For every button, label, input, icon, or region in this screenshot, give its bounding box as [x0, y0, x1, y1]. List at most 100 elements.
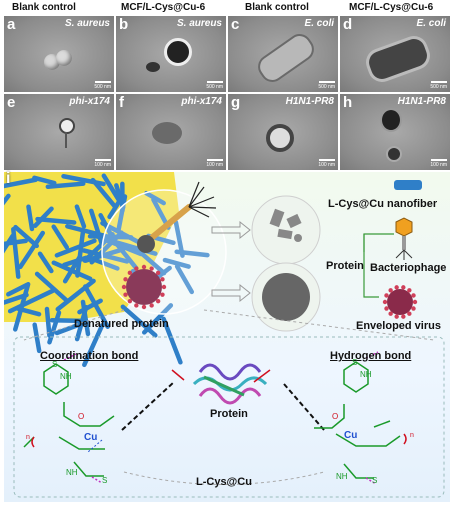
tem-panel-e: e phi-x174 100 nm	[4, 94, 114, 170]
o-label-right: O	[332, 412, 339, 421]
panel-label: h	[343, 94, 353, 111]
damaged-rod-bacterium	[362, 32, 434, 86]
chemistry-box	[13, 336, 445, 498]
organism-label: E. coli	[304, 18, 334, 29]
scale-bar: 500 nm	[318, 81, 335, 90]
n-subscript-right: n	[410, 432, 414, 439]
enveloped-virus-label: Enveloped virus	[356, 320, 441, 332]
dashed-thiol-links	[63, 351, 379, 485]
debris	[146, 62, 160, 72]
hydrogen-bond-label: Hydrogen bond	[330, 350, 412, 362]
panel-label: c	[231, 16, 240, 33]
virus-spike	[407, 288, 412, 293]
nanofiber	[174, 249, 210, 258]
nanofiber	[83, 284, 110, 329]
left-cu-bond	[87, 439, 103, 453]
virus-spikes	[121, 264, 167, 310]
nanofiber	[34, 271, 70, 304]
organism-label: H1N1-PR8	[285, 96, 334, 107]
virus-on-fiber	[126, 269, 162, 305]
header-blank-control-2: Blank control	[245, 2, 309, 13]
nanofiber	[116, 194, 128, 232]
virus-particle	[380, 108, 402, 132]
nanofiber	[61, 174, 106, 187]
zoom-connector-right	[203, 309, 435, 341]
phage-aggregate	[152, 122, 182, 144]
denatured-protein-label: Denatured protein	[74, 318, 169, 330]
nanofiber	[51, 224, 69, 250]
header-mcf-2: MCF/L-Cys@Cu-6	[349, 2, 434, 13]
denatured-phage-fragments	[269, 208, 302, 242]
bacteriophage-label: Bacteriophage	[370, 262, 447, 274]
nanofiber	[6, 282, 30, 297]
brush-bristles	[188, 181, 217, 218]
nanofiber-legend-label: L-Cys@Cu nanofiber	[328, 198, 438, 210]
nanofiber	[77, 298, 103, 315]
panel-label-i: i	[6, 170, 11, 187]
left-cu-complex	[23, 363, 115, 477]
bacteriophage-icon-legs	[395, 249, 413, 260]
virus-spike	[412, 299, 418, 305]
virus-spike	[134, 303, 139, 308]
nanofiber	[161, 316, 183, 365]
virus-particle	[386, 146, 402, 162]
nanofiber	[13, 224, 39, 249]
nanofiber	[162, 257, 191, 269]
organism-label: phi-x174	[181, 96, 222, 107]
nanofiber	[101, 173, 122, 204]
virus-spike	[155, 270, 161, 276]
denatured-virus-core	[262, 273, 310, 321]
nanofiber-icon	[394, 180, 422, 190]
scale-bar: 100 nm	[206, 159, 223, 168]
tem-panel-h: h H1N1-PR8 100 nm	[340, 94, 450, 170]
nh-label-left-top: NH	[60, 372, 72, 381]
panel-label: f	[119, 94, 124, 111]
virus-spike	[149, 266, 154, 271]
nanofiber	[32, 322, 42, 354]
cu-ion-right: Cu	[344, 430, 358, 441]
nanofiber	[82, 323, 105, 368]
right-cu-complex	[314, 361, 401, 479]
panel-label: b	[119, 16, 129, 33]
panel-label: g	[231, 94, 241, 111]
complex-label: L-Cys@Cu	[196, 476, 252, 488]
s-label-left-top: S	[52, 360, 58, 369]
nanofiber	[55, 278, 96, 312]
virus-spike	[411, 293, 416, 298]
nanofiber	[120, 304, 158, 338]
protein-center-label: Protein	[210, 408, 248, 420]
brush-head	[137, 235, 155, 253]
enveloped-virus-spikes	[382, 285, 418, 319]
tem-panel-b: b S. aureus 500 nm	[116, 16, 226, 92]
nh-label-right-top: NH	[360, 370, 372, 379]
virus-spike	[141, 264, 147, 270]
nanofiber	[32, 175, 57, 186]
nanofiber	[89, 208, 104, 246]
organism-label: S. aureus	[176, 18, 222, 29]
nanofiber	[96, 235, 144, 257]
organism-label: phi-x174	[69, 96, 110, 107]
scale-bar: 100 nm	[318, 159, 335, 168]
denatured-phage-sphere	[251, 195, 321, 265]
panel-label: e	[7, 94, 16, 111]
nanofiber	[62, 255, 89, 268]
virus-spike	[394, 314, 399, 319]
nanofiber	[32, 206, 54, 229]
nanofiber	[51, 260, 93, 282]
nanofiber	[35, 216, 77, 225]
nanofiber	[54, 319, 89, 336]
bacteriophage-icon-head	[395, 217, 413, 237]
tem-panel-d: d E. coli 500 nm	[340, 16, 450, 92]
damaged-bacterium	[164, 38, 192, 66]
nanofiber	[107, 193, 125, 220]
nh-label-left-bottom: NH	[66, 468, 78, 477]
tem-panel-a: a S. aureus 500 nm	[4, 16, 114, 92]
hydrogen-bond-line	[283, 383, 325, 431]
schematic-drawing	[4, 172, 445, 498]
nanofiber	[26, 204, 35, 232]
virus-spike	[123, 292, 128, 297]
panel-label: a	[7, 16, 16, 33]
scale-bar: 500 nm	[430, 81, 447, 90]
virus-spike	[161, 284, 167, 290]
organism-label: S. aureus	[64, 18, 110, 29]
